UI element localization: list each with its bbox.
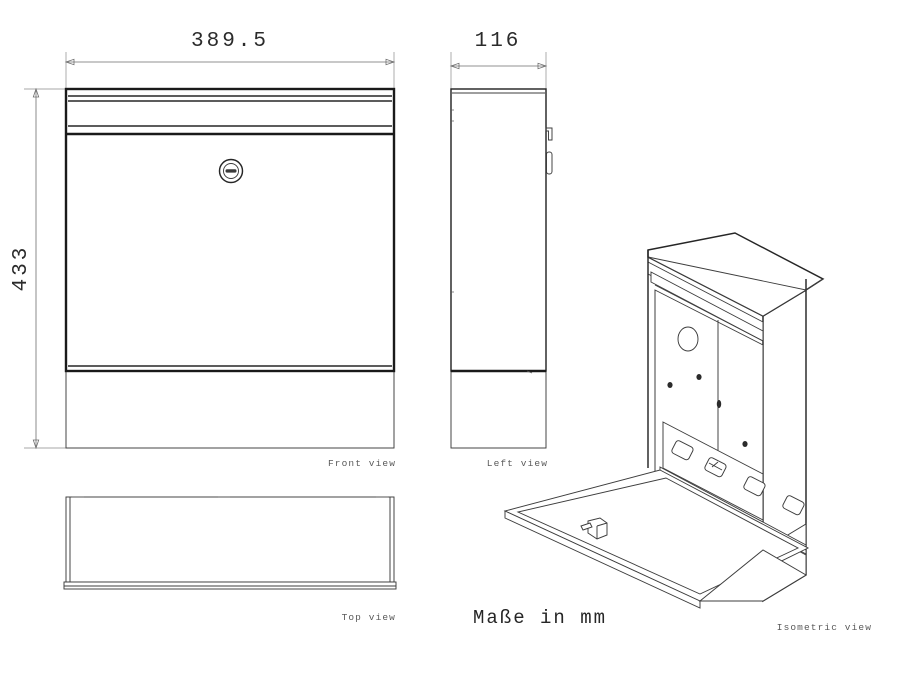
front-height-dimension-text: 433 bbox=[10, 245, 33, 292]
iso-slot-2 bbox=[704, 457, 727, 478]
front-height-arrow-top bbox=[32, 87, 40, 98]
front-view-group: 389.5 433 Front view bbox=[10, 30, 396, 469]
iso-slot-2-detail bbox=[708, 461, 723, 471]
iso-door-latch bbox=[580, 517, 608, 540]
iso-door-flap-inner-border bbox=[516, 477, 800, 595]
iso-mounting-hole-3 bbox=[716, 400, 722, 408]
front-view-label: Front view bbox=[328, 458, 396, 469]
iso-lock-hole bbox=[677, 326, 699, 352]
iso-lid-corner-edge bbox=[805, 278, 824, 291]
iso-mounting-hole-1 bbox=[696, 374, 702, 380]
iso-mounting-hole-4 bbox=[742, 441, 748, 447]
front-width-dimension-text: 389.5 bbox=[191, 30, 269, 53]
iso-slot-1 bbox=[671, 440, 694, 461]
iso-slot-inner-line bbox=[654, 284, 764, 342]
left-compartment-tick bbox=[526, 370, 533, 374]
front-width-arrow-right bbox=[385, 58, 396, 66]
top-body-outline bbox=[65, 496, 395, 583]
left-newspaper-compartment bbox=[450, 370, 547, 449]
iso-slot-3 bbox=[743, 476, 766, 497]
isometric-view-group: Isometric view bbox=[503, 232, 872, 633]
front-newspaper-compartment bbox=[65, 370, 395, 449]
left-lock-cam-detail bbox=[546, 151, 553, 175]
front-lock-icon bbox=[218, 158, 244, 184]
left-depth-arrow-left bbox=[449, 62, 460, 70]
left-view-group: 116 Left view bbox=[449, 30, 553, 469]
left-depth-dimension-text: 116 bbox=[475, 30, 522, 53]
left-body-outline bbox=[450, 88, 547, 372]
isometric-view-label: Isometric view bbox=[777, 622, 872, 633]
front-width-arrow-left bbox=[64, 58, 75, 66]
left-hinge-detail bbox=[545, 127, 553, 141]
left-depth-arrow-right bbox=[537, 62, 548, 70]
units-note: Maße in mm bbox=[473, 607, 607, 629]
iso-door-flap-thickness bbox=[504, 510, 701, 609]
iso-slot-4 bbox=[782, 495, 805, 516]
left-view-label: Left view bbox=[487, 458, 548, 469]
front-body-outline bbox=[64, 87, 396, 373]
top-view-label: Top view bbox=[342, 612, 396, 623]
top-front-lip bbox=[63, 581, 397, 590]
front-height-arrow-bottom bbox=[32, 439, 40, 450]
iso-mounting-hole-2 bbox=[667, 382, 673, 388]
top-view-group: Top view bbox=[63, 496, 397, 623]
